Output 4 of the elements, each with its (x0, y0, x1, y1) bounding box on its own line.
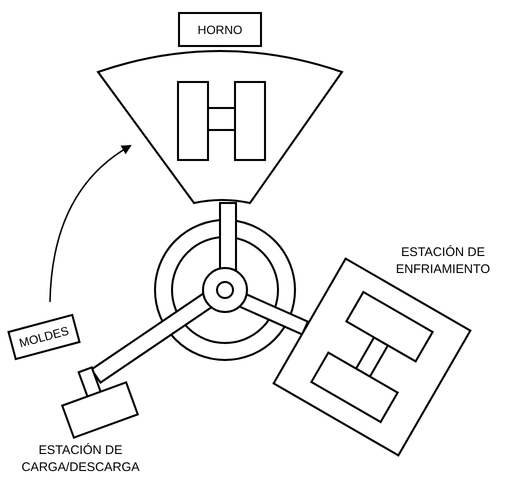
station-label: ESTACIÓN DE ENFRIAMIENTO (394, 244, 492, 278)
station-label: ESTACIÓN DE CARGA/DESCARGA (20, 442, 141, 476)
oven-label-box: HORNO (178, 12, 262, 47)
moulds-label-box: MOLDES (7, 314, 81, 360)
